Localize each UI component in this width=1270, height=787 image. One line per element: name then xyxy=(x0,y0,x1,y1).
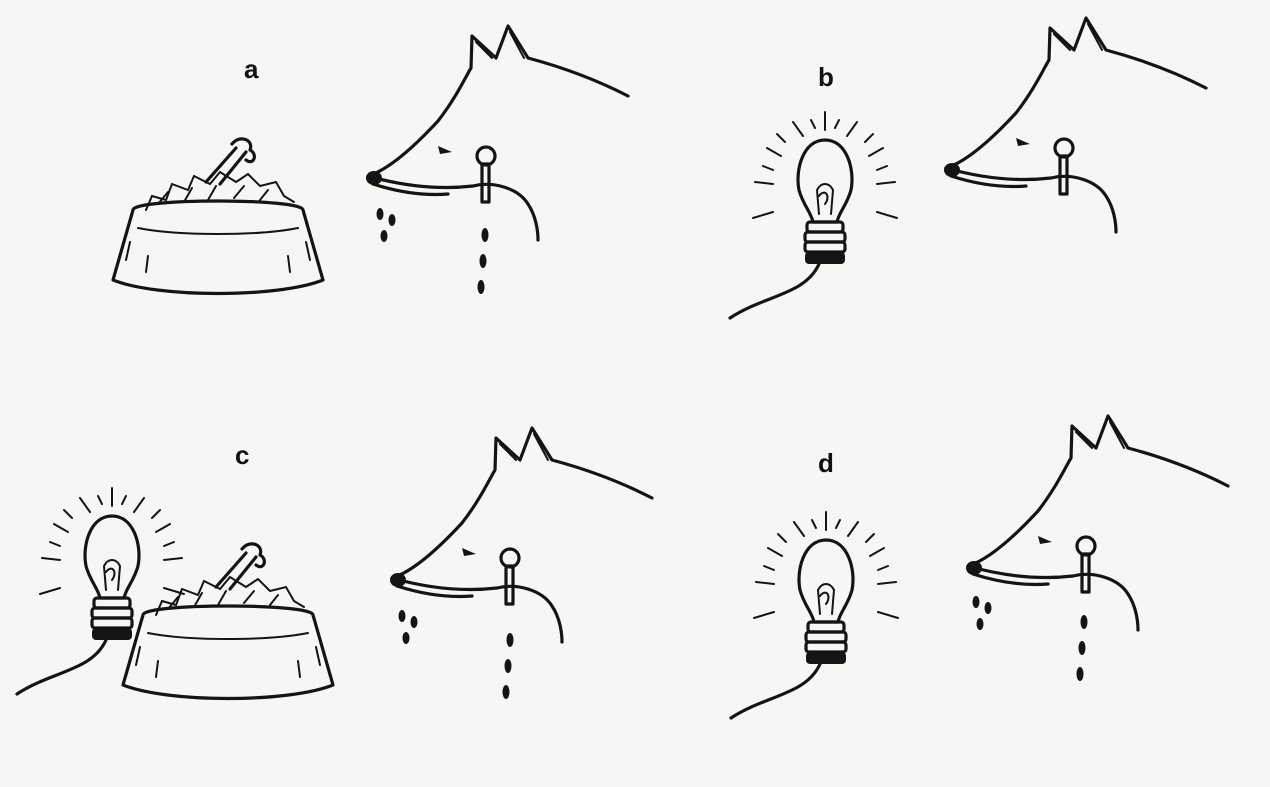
panel-a: a xyxy=(113,26,628,294)
panel-b: b xyxy=(730,18,1206,318)
light-bulb-icon xyxy=(731,512,898,718)
light-bulb-icon xyxy=(730,112,897,318)
saliva-drop-icon xyxy=(973,596,992,630)
panel-label-d: d xyxy=(818,448,834,478)
panel-label-c: c xyxy=(235,440,249,470)
saliva-drop-icon xyxy=(399,610,418,644)
panel-d: d xyxy=(731,416,1228,718)
panel-label-a: a xyxy=(244,54,259,84)
dog-head-icon xyxy=(966,416,1228,630)
panel-label-b: b xyxy=(818,62,834,92)
dog-head-icon xyxy=(944,18,1206,232)
saliva-drop-icon xyxy=(503,633,514,699)
light-bulb-icon xyxy=(17,488,184,694)
dog-head-icon xyxy=(366,26,628,240)
dog-head-icon xyxy=(390,428,652,642)
saliva-drop-icon xyxy=(1077,615,1088,681)
food-bowl-icon xyxy=(113,139,323,294)
food-bowl-icon xyxy=(123,544,333,699)
saliva-drop-icon xyxy=(377,208,396,242)
panel-c: c xyxy=(17,428,652,699)
saliva-drop-icon xyxy=(478,228,489,294)
